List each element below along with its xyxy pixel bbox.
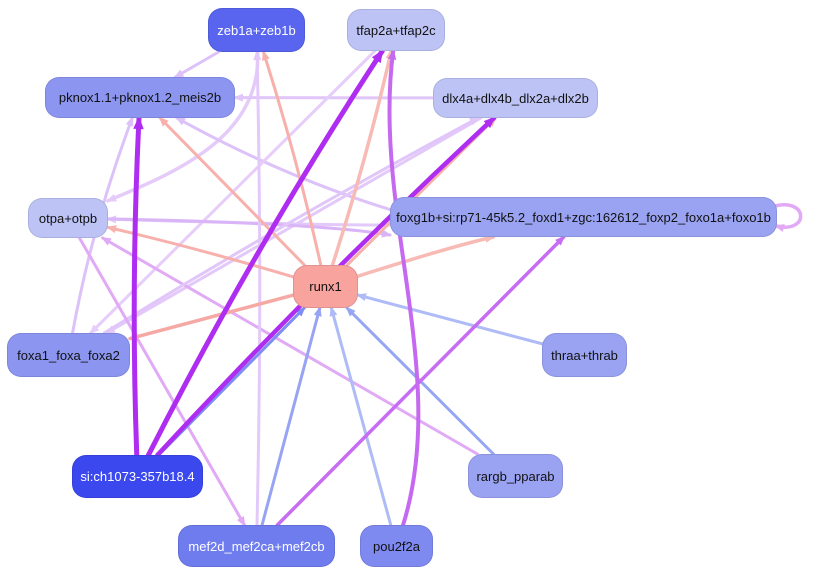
edge-mef2d-fox [275, 235, 566, 527]
edge-rargb-otp-arrowhead [100, 237, 112, 246]
node-fox[interactable]: foxg1b+si:rp71-45k5.2_foxd1+zgc:162612_f… [390, 197, 777, 237]
edge-runx1-otp [106, 225, 295, 279]
node-rargb[interactable]: rargb_pparab [468, 454, 563, 498]
edge-tfap2a-foxa1-arrowhead [89, 324, 100, 335]
edge-runx1-pknox [158, 116, 306, 267]
edge-otp-fox-arrowhead [381, 229, 392, 238]
edge-rargb-otp [101, 236, 479, 456]
edge-foxa1-dlx-arrowhead [469, 117, 480, 126]
edge-runx1-zeb1a [261, 50, 323, 267]
edge-runx1-tfap2a [330, 49, 393, 267]
node-zeb1a[interactable]: zeb1a+zeb1b [208, 8, 305, 52]
edge-sich-runx1-arrowhead [295, 306, 306, 317]
edge-dlx-pknox-arrowhead [233, 93, 244, 102]
edge-otp-mef2d-arrowhead [236, 516, 246, 527]
node-runx1[interactable]: runx1 [293, 265, 358, 308]
node-tfap2a[interactable]: tfap2a+tfap2c [347, 9, 445, 51]
edge-runx1-foxa1 [128, 293, 295, 341]
edge-pou2f2a-runx1-arrowhead [329, 306, 338, 317]
edge-thraa-runx1 [356, 293, 544, 346]
edge-fox-fox [773, 203, 803, 229]
edge-mef2d-zeb1a-arrowhead [253, 50, 262, 61]
edge-foxa1-dlx [102, 116, 480, 335]
edge-runx1-otp-arrowhead [106, 225, 117, 234]
edge-zeb1a-pknox-arrowhead [173, 69, 185, 79]
edge-zeb1a-otp-arrowhead [106, 193, 117, 202]
edge-pou2f2a-tfap2a [387, 49, 421, 527]
edge-mef2d-fox-arrowhead [555, 235, 566, 246]
edge-runx1-pknox-arrowhead [158, 116, 169, 127]
node-otp[interactable]: otpa+otpb [28, 198, 108, 238]
edge-foxa1-pknox-arrowhead [125, 116, 134, 127]
edge-fox-fox-arrowhead [774, 224, 785, 232]
edge-pou2f2a-runx1 [329, 306, 393, 527]
edge-sich-tfap2a [145, 48, 385, 458]
edge-mef2d-runx1-arrowhead [313, 306, 322, 317]
edge-sich-pknox-arrowhead [133, 116, 144, 130]
edge-mef2d-runx1 [260, 306, 322, 527]
edge-thraa-runx1-arrowhead [356, 293, 367, 302]
edge-otp-mef2d [77, 236, 246, 527]
edge-runx1-fox [356, 235, 496, 278]
edge-mef2d-zeb1a [255, 50, 262, 527]
edge-pou2f2a-tfap2a-arrowhead [387, 49, 397, 60]
node-dlx[interactable]: dlx4a+dlx4b_dlx2a+dlx2b [433, 78, 598, 118]
edge-fox-pknox-arrowhead [175, 117, 186, 126]
node-pou2f2a[interactable]: pou2f2a [360, 525, 433, 567]
node-pknox[interactable]: pknox1.1+pknox1.2_meis2b [45, 77, 235, 118]
node-foxa1[interactable]: foxa1_foxa_foxa2 [7, 333, 130, 377]
edge-sich-pknox [131, 115, 142, 458]
edge-runx1-zeb1a-arrowhead [262, 50, 270, 61]
edge-sich-dlx-arrowhead [483, 116, 496, 129]
edge-rargb-runx1-arrowhead [345, 306, 356, 317]
node-sich[interactable]: si:ch1073-357b18.4 [72, 455, 203, 498]
edge-zeb1a-otp [106, 50, 260, 203]
node-mef2d[interactable]: mef2d_mef2ca+mef2cb [178, 525, 335, 567]
edge-fox-pknox [175, 116, 400, 214]
node-thraa[interactable]: thraa+thrab [542, 333, 627, 377]
edge-sich-tfap2a-arrowhead [371, 49, 384, 64]
